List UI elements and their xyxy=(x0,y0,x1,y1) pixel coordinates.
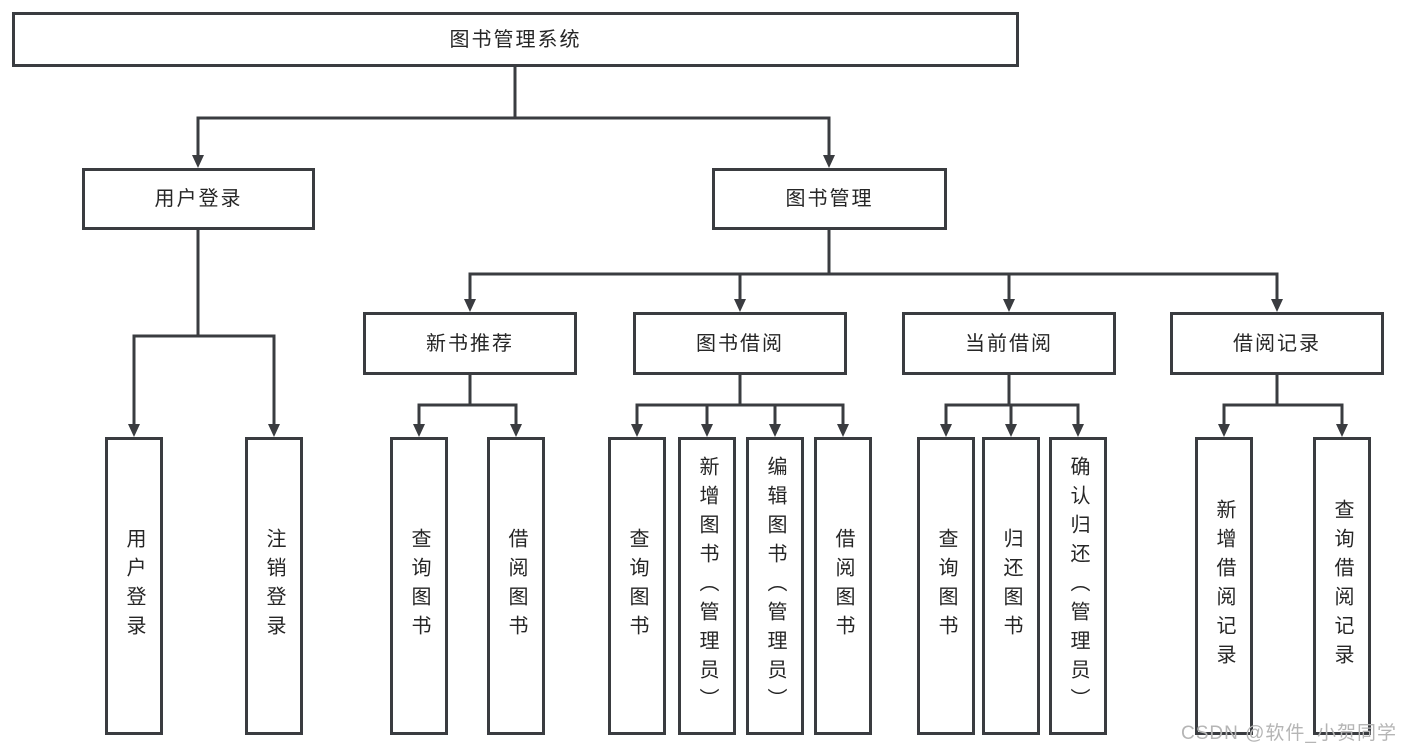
leaf-logout-label: 注销登录 xyxy=(263,528,285,644)
leaf-add-books-admin: 新增图书（管理员） xyxy=(678,437,736,735)
leaf-borrow-books: 借阅图书 xyxy=(814,437,872,735)
leaf-user-login-label: 用户登录 xyxy=(123,528,145,644)
leaf-add-borrow-record-label: 新增借阅记录 xyxy=(1213,499,1235,673)
node-current-borrow: 当前借阅 xyxy=(902,312,1116,375)
node-current-borrow-label: 当前借阅 xyxy=(965,332,1053,355)
connector-root-to-level2 xyxy=(196,65,831,158)
node-borrow-records-label: 借阅记录 xyxy=(1233,332,1321,355)
leaf-edit-books-admin: 编辑图书（管理员） xyxy=(746,437,804,735)
node-new-book-rec: 新书推荐 xyxy=(363,312,577,375)
leaf-add-borrow-record: 新增借阅记录 xyxy=(1195,437,1253,735)
leaf-return-books-label: 归还图书 xyxy=(1000,528,1022,644)
leaf-confirm-return-admin-label: 确认归还（管理员） xyxy=(1067,455,1089,717)
leaf-borrow-books-label: 借阅图书 xyxy=(832,528,854,644)
leaf-borrow-query-books-label: 查询图书 xyxy=(626,528,648,644)
leaf-borrow-query-books: 查询图书 xyxy=(608,437,666,735)
leaf-logout: 注销登录 xyxy=(245,437,303,735)
leaf-add-books-admin-label: 新增图书（管理员） xyxy=(696,455,718,717)
node-borrow-records: 借阅记录 xyxy=(1170,312,1384,375)
leaf-current-query-books-label: 查询图书 xyxy=(935,528,957,644)
node-user-login-branch: 用户登录 xyxy=(82,168,315,230)
node-book-borrow: 图书借阅 xyxy=(633,312,847,375)
leaf-newrec-query-books-label: 查询图书 xyxy=(408,528,430,644)
connector-book-mgmt-branch xyxy=(468,228,1279,302)
leaf-query-borrow-record-label: 查询借阅记录 xyxy=(1331,499,1353,673)
node-new-book-rec-label: 新书推荐 xyxy=(426,332,514,355)
connector-user-login-branch xyxy=(132,228,276,427)
connector-borrow-records xyxy=(1222,373,1344,427)
leaf-user-login: 用户登录 xyxy=(105,437,163,735)
leaf-confirm-return-admin: 确认归还（管理员） xyxy=(1049,437,1107,735)
node-book-mgmt-branch-label: 图书管理 xyxy=(785,188,874,210)
leaf-newrec-query-books: 查询图书 xyxy=(390,437,448,735)
node-root-label: 图书管理系统 xyxy=(449,28,582,51)
leaf-query-borrow-record: 查询借阅记录 xyxy=(1313,437,1371,735)
node-root: 图书管理系统 xyxy=(12,12,1019,67)
leaf-newrec-borrow-books-label: 借阅图书 xyxy=(505,528,527,644)
leaf-return-books: 归还图书 xyxy=(982,437,1040,735)
node-book-borrow-label: 图书借阅 xyxy=(696,332,784,355)
csdn-watermark: CSDN @软件_小贺同学 xyxy=(1181,723,1397,744)
node-user-login-branch-label: 用户登录 xyxy=(154,188,243,210)
connector-current-borrow xyxy=(944,373,1080,427)
leaf-newrec-borrow-books: 借阅图书 xyxy=(487,437,545,735)
leaf-edit-books-admin-label: 编辑图书（管理员） xyxy=(764,455,786,717)
node-book-mgmt-branch: 图书管理 xyxy=(712,168,947,230)
connector-book-borrow xyxy=(635,373,845,427)
leaf-current-query-books: 查询图书 xyxy=(917,437,975,735)
connector-new-book-rec xyxy=(417,373,518,427)
